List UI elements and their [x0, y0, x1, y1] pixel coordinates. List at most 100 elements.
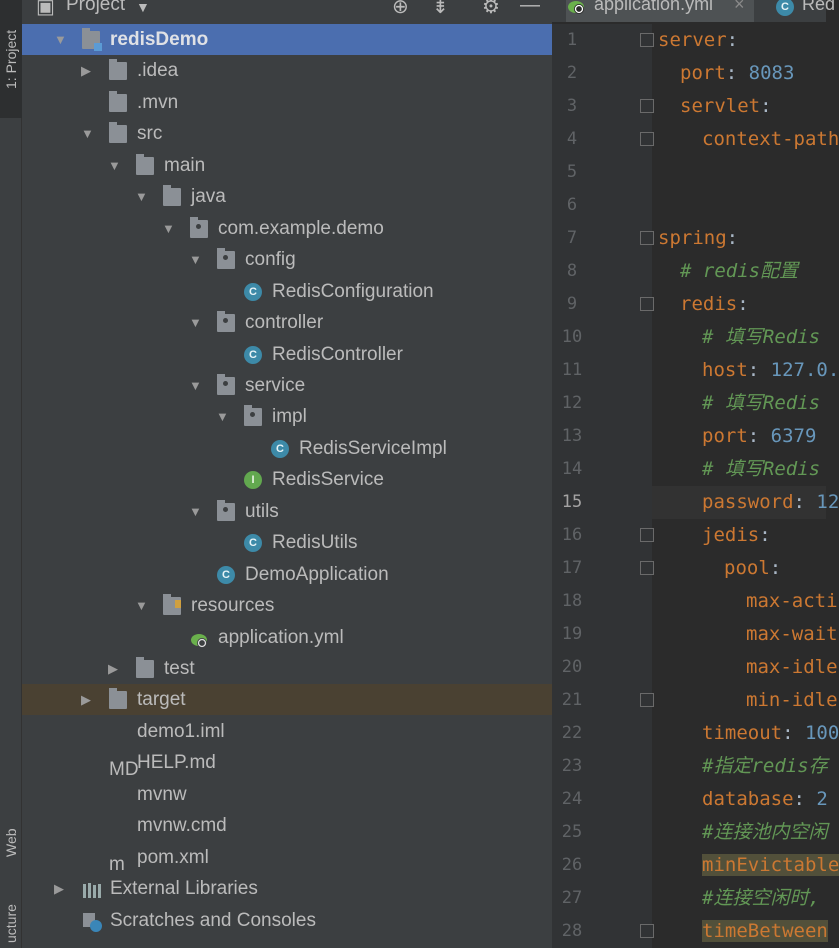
- expand-arrow-icon[interactable]: ▼: [162, 220, 175, 236]
- web-tool-tab[interactable]: Web: [3, 828, 19, 858]
- tree-item[interactable]: ▼service: [22, 370, 552, 401]
- yaml-key: max-acti: [746, 590, 838, 612]
- project-panel: ▣ Project ▼ ⊕ ⇟ ⚙ — ▼redisDemo▶.idea.mvn…: [22, 0, 552, 948]
- tree-item[interactable]: application.yml: [22, 622, 552, 653]
- tree-item[interactable]: mvnw.cmd: [22, 810, 552, 841]
- tree-item[interactable]: demo1.iml: [22, 716, 552, 747]
- tree-item[interactable]: ▶External Libraries: [22, 873, 552, 904]
- tree-item[interactable]: ▼com.example.demo: [22, 213, 552, 244]
- resources-folder-icon: [163, 594, 181, 616]
- hide-icon[interactable]: —: [520, 0, 540, 16]
- tree-item[interactable]: ▼controller: [22, 307, 552, 338]
- project-view-selector[interactable]: Project: [66, 0, 126, 15]
- tab-application-yml[interactable]: application.yml ×: [566, 0, 754, 22]
- expand-arrow-icon[interactable]: ▼: [189, 252, 202, 268]
- tree-item[interactable]: ▼main: [22, 150, 552, 181]
- code-line: # 填写Redis: [652, 453, 826, 486]
- line-number: 28: [561, 921, 583, 941]
- line-number: 3: [566, 96, 578, 116]
- fold-marker-icon[interactable]: [640, 297, 654, 311]
- yaml-key: database: [702, 788, 794, 810]
- fold-marker-icon[interactable]: [640, 33, 654, 47]
- collapse-all-icon[interactable]: ⇟: [432, 0, 449, 18]
- yaml-comment: # 填写Redis: [702, 458, 821, 480]
- chevron-down-icon[interactable]: ▼: [136, 0, 150, 15]
- yaml-separator: :: [725, 62, 749, 84]
- gear-icon[interactable]: ⚙: [482, 0, 500, 18]
- code-line: #连接池内空闲: [652, 816, 827, 849]
- tab-redis[interactable]: C Red: [764, 0, 835, 22]
- tree-item-label: java: [191, 186, 226, 208]
- yaml-separator: :: [737, 293, 749, 315]
- yaml-comment: #连接空闲时,: [702, 887, 820, 909]
- yaml-separator: :: [760, 95, 772, 117]
- fold-marker-icon[interactable]: [640, 693, 654, 707]
- package-icon: [217, 248, 235, 270]
- tree-item-label: src: [137, 123, 163, 145]
- close-icon[interactable]: ×: [734, 0, 745, 14]
- expand-arrow-icon[interactable]: ▼: [189, 315, 202, 331]
- fold-marker-icon[interactable]: [640, 528, 654, 542]
- yaml-key: pool: [724, 557, 770, 579]
- tree-item[interactable]: ▼redisDemo: [22, 24, 552, 55]
- locate-icon[interactable]: ⊕: [392, 0, 409, 18]
- tree-item[interactable]: ▶test: [22, 653, 552, 684]
- expand-arrow-icon[interactable]: ▼: [135, 189, 148, 205]
- tree-item[interactable]: ▶ .idea: [22, 55, 552, 86]
- structure-tool-tab[interactable]: ucture: [3, 904, 19, 944]
- fold-marker-icon[interactable]: [640, 561, 654, 575]
- code-line: min-idle: [652, 684, 838, 717]
- fold-marker-icon[interactable]: [640, 99, 654, 113]
- code-line: timeBetween: [652, 915, 828, 948]
- collapse-arrow-icon[interactable]: ▶: [54, 881, 64, 897]
- tree-item-label: RedisConfiguration: [272, 280, 434, 302]
- yaml-separator: :: [769, 557, 782, 579]
- tree-item[interactable]: ▼ src: [22, 118, 552, 149]
- tree-item-label: .idea: [137, 60, 179, 82]
- tree-item[interactable]: .mvn: [22, 87, 552, 118]
- expand-arrow-icon[interactable]: ▼: [216, 409, 229, 425]
- collapse-arrow-icon[interactable]: ▶: [81, 63, 91, 79]
- tree-item[interactable]: ▼resources: [22, 590, 552, 621]
- expand-arrow-icon[interactable]: ▼: [135, 598, 148, 614]
- excluded-folder-icon: [109, 688, 127, 710]
- yaml-separator: :: [726, 29, 739, 51]
- tree-item-label: HELP.md: [137, 752, 216, 774]
- expand-arrow-icon[interactable]: ▼: [189, 503, 202, 519]
- tree-item-label: pom.xml: [137, 846, 209, 868]
- tree-item[interactable]: ▶target: [22, 684, 552, 716]
- expand-arrow-icon[interactable]: ▼: [54, 32, 67, 47]
- tree-item[interactable]: ▼impl: [22, 401, 552, 432]
- fold-marker-icon[interactable]: [640, 231, 654, 245]
- tree-item[interactable]: ▼config: [22, 244, 552, 275]
- tree-item[interactable]: Scratches and Consoles: [22, 905, 552, 936]
- interface-icon: I: [244, 471, 262, 490]
- tree-item[interactable]: mvnw: [22, 779, 552, 810]
- expand-arrow-icon[interactable]: ▼: [189, 377, 202, 393]
- tree-item[interactable]: ▼ java: [22, 181, 552, 212]
- collapse-arrow-icon[interactable]: ▶: [108, 661, 118, 676]
- yaml-separator: :: [793, 491, 817, 513]
- yaml-value: 6379: [770, 425, 817, 447]
- yaml-key: redis: [680, 293, 738, 315]
- yaml-key: server: [658, 29, 727, 51]
- fold-marker-icon[interactable]: [640, 924, 654, 938]
- expand-arrow-icon[interactable]: ▼: [81, 126, 94, 142]
- tree-item[interactable]: ▼utils: [22, 496, 552, 527]
- expand-arrow-icon[interactable]: ▼: [108, 157, 121, 173]
- collapse-arrow-icon[interactable]: ▶: [81, 692, 91, 708]
- package-icon: [217, 373, 235, 395]
- code-line: [652, 189, 826, 222]
- project-tool-tab[interactable]: 1: Project: [0, 0, 22, 118]
- fold-marker-icon[interactable]: [640, 132, 654, 146]
- line-number: 10: [561, 327, 583, 347]
